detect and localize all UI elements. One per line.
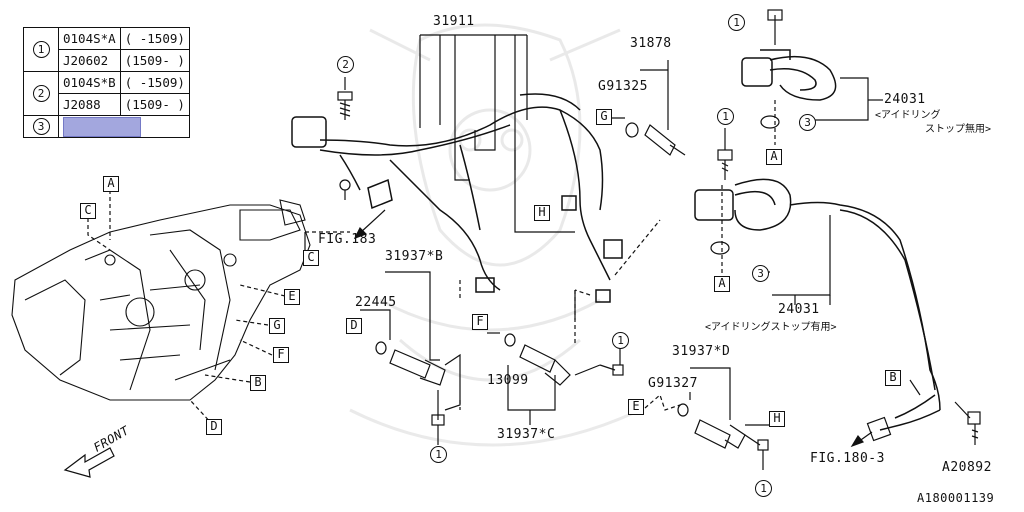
part-31911-label[interactable]: 31911 — [433, 14, 475, 29]
bolt-a20892 — [909, 379, 981, 445]
ref-box-a[interactable]: A — [103, 176, 119, 192]
legend-range: (1509- ) — [119, 49, 190, 72]
ref-box-e[interactable]: E — [284, 289, 300, 305]
part-24031-top-note2: ストップ無用> — [925, 124, 992, 135]
ref-box-h[interactable]: H — [534, 205, 550, 221]
ref-box-b2[interactable]: B — [885, 370, 901, 386]
transmission-drawing — [11, 199, 311, 401]
cable-24031-top — [741, 49, 837, 101]
front-arrow — [63, 447, 115, 478]
ref-box-f2[interactable]: F — [472, 314, 488, 330]
ref-box-d2[interactable]: D — [346, 318, 362, 334]
part-13099-label[interactable]: 13099 — [487, 373, 529, 388]
diagram-id: A180001139 — [917, 491, 995, 505]
legend-row: 2 0104S*B ( -1509) — [23, 71, 190, 116]
transmission-leaders — [87, 190, 286, 426]
legend-row: 1 0104S*A ( -1509) — [23, 27, 190, 72]
part-a20892-label[interactable]: A20892 — [942, 460, 992, 475]
ref-box-e2[interactable]: E — [628, 399, 644, 415]
harness-31911 — [291, 93, 623, 303]
part-24031-mid-note: <アイドリングストップ有用> — [705, 322, 837, 333]
marker-1-b[interactable]: 1 — [430, 446, 447, 463]
marker-circle-2: 2 — [32, 85, 50, 102]
sensor-31878 — [606, 60, 686, 156]
part-31937b-label[interactable]: 31937*B — [385, 249, 444, 264]
bolt-1-mid — [717, 128, 733, 180]
fig-180-3-link[interactable]: FIG.180-3 — [810, 451, 885, 466]
ref-box-f[interactable]: F — [273, 347, 289, 363]
bolt-1-top — [767, 9, 783, 45]
parts-legend-table: 1 0104S*A ( -1509) J20602 (1509- ) 2 010… — [23, 27, 190, 138]
ref-box-c[interactable]: C — [80, 203, 96, 219]
ref-box-g[interactable]: G — [269, 318, 285, 334]
marker-1-top[interactable]: 1 — [728, 14, 745, 31]
fig-183-link[interactable]: FIG.183 — [318, 232, 377, 247]
watermark-emblem — [349, 23, 641, 447]
legend-range: ( -1509) — [119, 71, 190, 94]
part-31937d-label[interactable]: 31937*D — [672, 344, 731, 359]
marker-1-c[interactable]: 1 — [612, 332, 629, 349]
part-31878-label[interactable]: 31878 — [630, 36, 672, 51]
ref-box-h2[interactable]: H — [769, 411, 785, 427]
marker-3-top[interactable]: 3 — [799, 114, 816, 131]
legend-part: J20602 — [58, 49, 121, 72]
legend-range: ( -1509) — [119, 27, 190, 50]
marker-1-d[interactable]: 1 — [755, 480, 772, 497]
ref-box-g2[interactable]: G — [596, 109, 612, 125]
legend-part: J2088 — [58, 93, 121, 116]
part-g91325-label[interactable]: G91325 — [598, 79, 648, 94]
part-24031-top-note1: <アイドリング — [875, 110, 941, 121]
cable-24031-mid — [694, 178, 941, 431]
marker-circle-1: 1 — [32, 41, 50, 58]
sensor-31937b — [360, 271, 461, 445]
legend-row: 3 — [23, 115, 190, 138]
legend-range: (1509- ) — [119, 93, 190, 116]
highlighted-part-cell[interactable] — [63, 116, 141, 137]
part-24031-top-label[interactable]: 24031 — [884, 92, 926, 107]
ref-box-d[interactable]: D — [206, 419, 222, 435]
bolt-2 — [337, 77, 353, 120]
ref-box-a2[interactable]: A — [766, 149, 782, 165]
legend-row: J2088 (1509- ) — [24, 93, 190, 116]
legend-part: 0104S*B — [58, 71, 121, 94]
sensor-31937d — [677, 367, 770, 470]
marker-circle-3: 3 — [32, 118, 50, 135]
legend-highlight-cell[interactable] — [58, 115, 190, 138]
marker-1-mid[interactable]: 1 — [717, 108, 734, 125]
ref-box-c2[interactable]: C — [303, 250, 319, 266]
leader-31911 — [419, 34, 575, 233]
part-22445-label[interactable]: 22445 — [355, 295, 397, 310]
marker-2-bolt[interactable]: 2 — [337, 56, 354, 73]
ref-box-a3[interactable]: A — [714, 276, 730, 292]
part-g91327-label[interactable]: G91327 — [648, 376, 698, 391]
part-31937c-label[interactable]: 31937*C — [497, 427, 556, 442]
marker-3-mid[interactable]: 3 — [752, 265, 769, 282]
legend-part: 0104S*A — [58, 27, 121, 50]
ref-box-b[interactable]: B — [250, 375, 266, 391]
part-24031-mid-label[interactable]: 24031 — [778, 302, 820, 317]
fig183-arrow — [359, 209, 386, 234]
